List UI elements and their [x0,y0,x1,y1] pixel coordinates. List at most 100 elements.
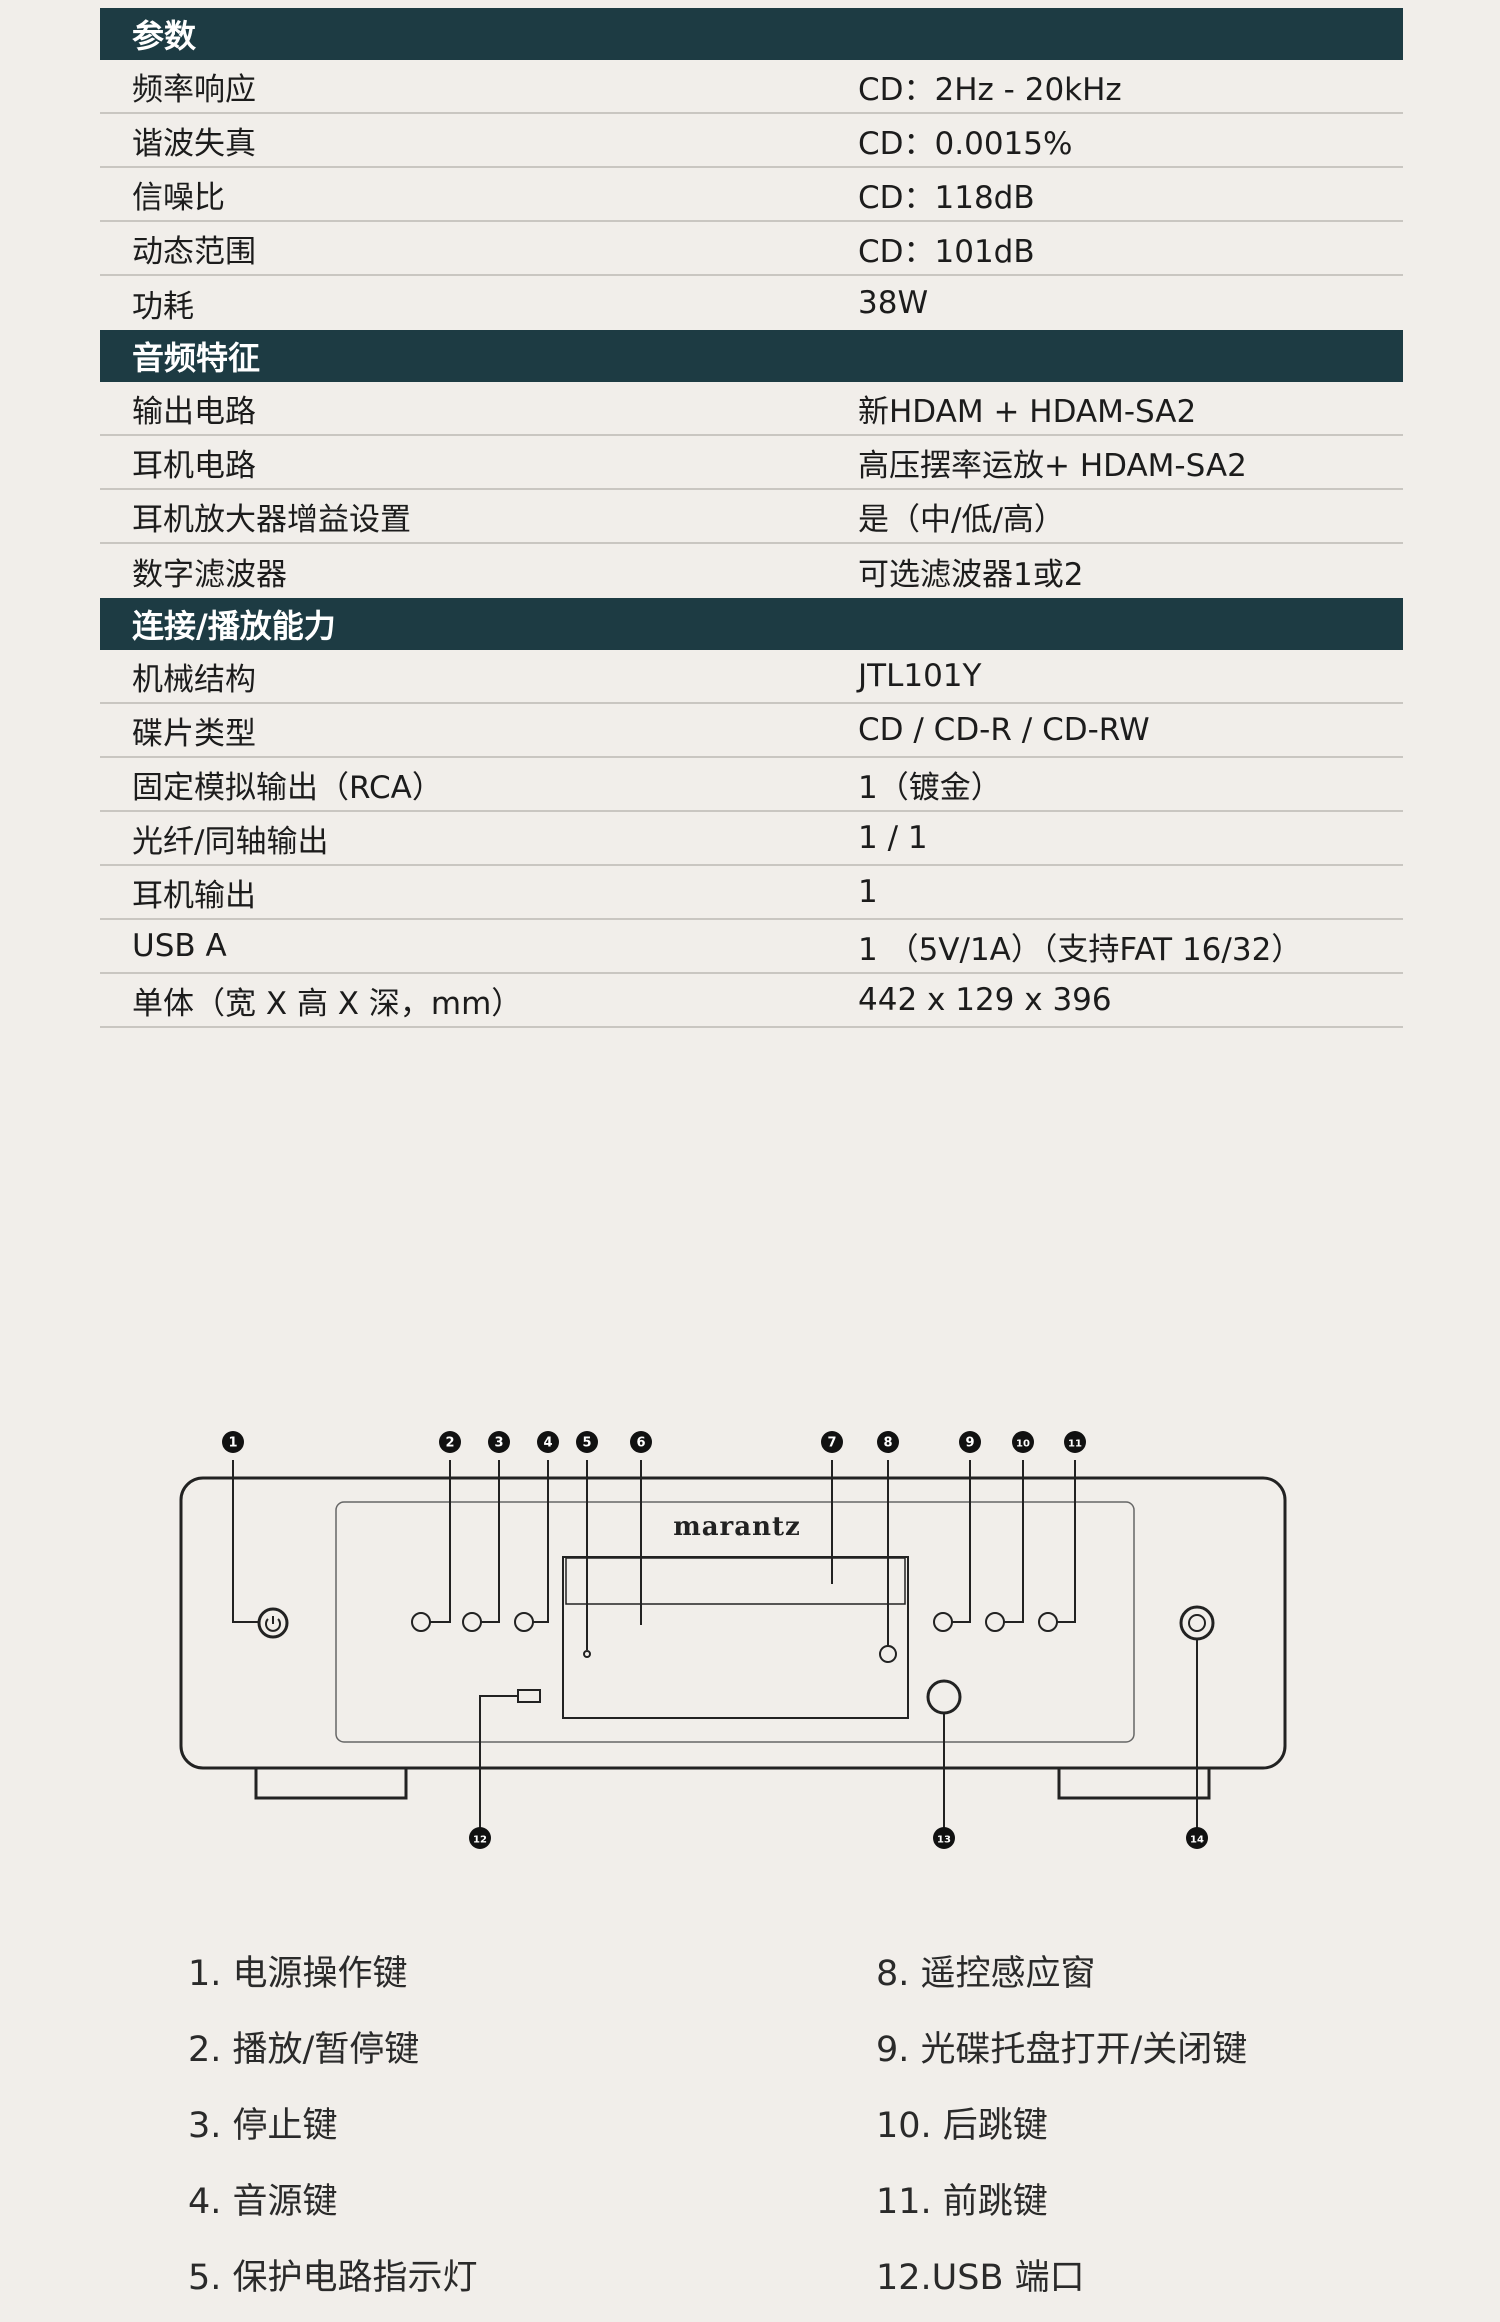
callout-badge: 1 [222,1431,244,1453]
callout-circle [1064,1431,1086,1453]
callout-badge: 8 [877,1431,899,1453]
callout-number: 14 [1190,1835,1204,1846]
disc-tray [562,1556,909,1719]
remote-sensor [879,1645,897,1663]
protection-led [583,1650,591,1658]
front-panel [335,1501,1135,1743]
brand-logo: marantz [673,1512,801,1542]
callout-number: 9 [965,1436,974,1451]
spec-row: 功耗 38W [100,276,1403,330]
callout-badge: 9 [959,1431,981,1453]
callout-badge: 12 [469,1827,491,1849]
legend-item: 1. 电源操作键 [188,1953,408,1994]
callout-badge: 7 [821,1431,843,1453]
spec-label: 动态范围 [132,233,256,270]
spec-value: CD / CD-R / CD-RW [858,712,1150,748]
legend-item: 8. 遥控感应窗 [876,1953,1096,1994]
callout-circle [439,1431,461,1453]
callout-number: 13 [937,1835,951,1846]
spec-value: 38W [858,285,929,321]
legend-item: 5. 保护电路指示灯 [188,2257,478,2298]
callout-circle [537,1431,559,1453]
section-audio-features: 音频特征 输出电路新HDAM + HDAM-SA2 耳机电路高压摆率运放+ HD… [100,330,1403,598]
usb-port [517,1689,541,1703]
callout-circle [1012,1431,1034,1453]
eject-button [933,1612,953,1632]
power-icon [265,1616,281,1632]
callout-number: 12 [473,1835,487,1846]
spec-value: 高压摆率运放+ HDAM-SA2 [858,447,1247,484]
spec-label: 机械结构 [132,661,256,698]
callout-circle [877,1431,899,1453]
foot-left [254,1768,408,1800]
spec-row: 输出电路新HDAM + HDAM-SA2 [100,382,1403,436]
spec-value: 1（镀金） [858,769,1002,806]
callout-circle [933,1827,955,1849]
callout-badge: 2 [439,1431,461,1453]
callout-badge: 11 [1064,1431,1086,1453]
legend-item: 3. 停止键 [188,2105,338,2146]
spec-label: USB A [132,928,227,964]
spec-label: 信噪比 [132,179,225,216]
spec-row: 数字滤波器 可选滤波器1或2 [100,544,1403,598]
spec-value: 1 / 1 [858,820,928,856]
spec-value: CD：118dB [858,179,1035,216]
spec-label: 耳机放大器增益设置 [132,501,411,538]
callout-number: 10 [1016,1439,1030,1450]
volume-knob [926,1679,962,1715]
section-header: 连接/播放能力 [100,598,1403,650]
section-header: 音频特征 [100,330,1403,382]
callout-number: 2 [445,1436,454,1451]
spec-row: 单体（宽 X 高 X 深，mm） 442 x 129 x 396 [100,974,1403,1028]
callout-circle [630,1431,652,1453]
callout-number: 3 [494,1436,503,1451]
callout-circle [469,1827,491,1849]
callout-number: 7 [827,1436,836,1451]
callout-circle [488,1431,510,1453]
spec-label: 光纤/同轴输出 [132,823,329,860]
spec-row: 耳机电路高压摆率运放+ HDAM-SA2 [100,436,1403,490]
input-button [514,1612,534,1632]
legend-item: 9. 光碟托盘打开/关闭键 [876,2029,1248,2070]
spec-value: 442 x 129 x 396 [858,982,1112,1018]
callout-badge: 6 [630,1431,652,1453]
legend-item: 12.USB 端口 [876,2257,1085,2298]
callout-badge: 14 [1186,1827,1208,1849]
spec-label: 数字滤波器 [132,556,287,593]
callout-number: 5 [582,1436,591,1451]
callout-number: 6 [636,1436,645,1451]
callout-badge: 5 [576,1431,598,1453]
foot-right [1057,1768,1211,1800]
spec-label: 功耗 [132,288,194,325]
spec-row: 固定模拟输出（RCA）1（镀金） [100,758,1403,812]
callout-number: 4 [543,1436,552,1451]
callout-badge: 13 [933,1827,955,1849]
chassis-outline [179,1476,1287,1770]
spec-row: 光纤/同轴输出 1 / 1 [100,812,1403,866]
stop-button [462,1612,482,1632]
spec-label: 碟片类型 [132,715,256,752]
legend-item: 10. 后跳键 [876,2105,1048,2146]
callout-badge: 3 [488,1431,510,1453]
prev-button [985,1612,1005,1632]
callout-number: 8 [883,1436,892,1451]
spec-value: 是（中/低/高） [858,501,1065,538]
callout-circle [576,1431,598,1453]
legend-item: 4. 音源键 [188,2181,338,2222]
callout-circle [959,1431,981,1453]
spec-label: 频率响应 [132,71,256,108]
spec-value: 1 [858,874,878,910]
spec-label: 单体（宽 X 高 X 深，mm） [132,985,523,1022]
spec-label: 输出电路 [132,393,256,430]
spec-value: 可选滤波器1或2 [858,556,1084,593]
